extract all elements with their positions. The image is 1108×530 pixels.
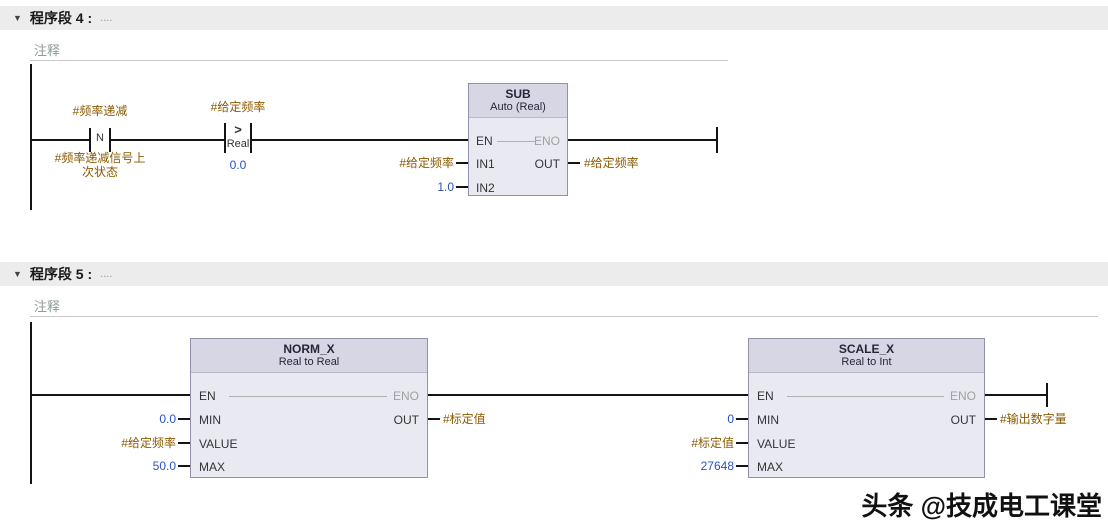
pin-en: EN	[199, 389, 216, 403]
edge-memory-operand[interactable]: 次状态	[81, 165, 118, 179]
norm-out-operand[interactable]: #标定值	[443, 412, 486, 426]
pin-wire	[985, 418, 997, 420]
pin-wire	[736, 442, 748, 444]
pin-wire	[178, 465, 190, 467]
norm-x-block-header: NORM_X Real to Real	[191, 339, 427, 373]
scale-out-operand[interactable]: #输出数字量	[1000, 412, 1067, 426]
pin-wire	[736, 465, 748, 467]
sub-in2-constant[interactable]: 1.0	[437, 180, 454, 194]
scale-min-constant[interactable]: 0	[727, 412, 734, 426]
scale-max-constant[interactable]: 27648	[700, 459, 734, 473]
pin-max: MAX	[757, 460, 784, 474]
network4-comment[interactable]: 注释	[34, 43, 61, 58]
pin-en: EN	[757, 389, 774, 403]
en-eno-line	[229, 396, 387, 397]
norm-min-constant[interactable]: 0.0	[159, 412, 176, 426]
divider	[30, 60, 728, 61]
edge-symbol: N	[96, 132, 104, 144]
block-title: SUB	[505, 87, 531, 101]
network4-header[interactable]: ▼ 程序段 4 : ....	[0, 6, 1108, 30]
pin-wire	[178, 442, 190, 444]
edge-memory-operand[interactable]: #频率递减信号上	[54, 151, 146, 165]
pin-wire	[568, 162, 580, 164]
network5-comment[interactable]: 注释	[34, 299, 61, 314]
pin-min: MIN	[199, 413, 221, 427]
pin-eno: ENO	[949, 389, 976, 403]
block-mode[interactable]: Real to Real	[278, 356, 340, 368]
pin-out: OUT	[950, 413, 976, 427]
network5-header[interactable]: ▼ 程序段 5 : ....	[0, 262, 1108, 286]
contact-bar	[224, 123, 226, 153]
rung-wire	[111, 139, 224, 141]
watermark: 头条 @技成电工课堂	[861, 491, 1102, 521]
pin-en: EN	[476, 134, 493, 148]
scale-value-operand[interactable]: #标定值	[691, 436, 734, 450]
pin-eno: ENO	[533, 134, 560, 148]
rung-wire	[428, 394, 748, 396]
pin-out: OUT	[534, 157, 560, 171]
sub-in1-operand[interactable]: #给定频率	[399, 156, 454, 170]
pin-value: VALUE	[757, 437, 796, 451]
pin-wire	[428, 418, 440, 420]
block-mode[interactable]: Auto (Real)	[490, 101, 546, 113]
pin-value: VALUE	[199, 437, 238, 451]
norm-x-block[interactable]: NORM_X Real to Real EN ENO MIN OUT VALUE…	[190, 338, 428, 478]
left-power-rail	[30, 322, 32, 484]
divider	[30, 316, 1098, 317]
contact-operand[interactable]: #频率递减	[72, 104, 128, 118]
en-eno-line	[497, 141, 535, 142]
sub-block[interactable]: SUB Auto (Real) EN ENO IN1 OUT IN2	[468, 83, 568, 196]
network4-title-placeholder[interactable]: ....	[100, 12, 113, 24]
scale-x-block-header: SCALE_X Real to Int	[749, 339, 984, 373]
sub-out-operand[interactable]: #给定频率	[584, 156, 639, 170]
collapse-icon[interactable]: ▼	[13, 269, 22, 279]
contact-operand[interactable]: #给定频率	[210, 100, 266, 114]
block-title: SCALE_X	[838, 342, 895, 356]
pin-in2: IN2	[476, 181, 495, 195]
compare-value[interactable]: 0.0	[229, 158, 247, 172]
left-power-rail	[30, 64, 32, 210]
network4-title: 程序段 4 :	[29, 10, 93, 26]
collapse-icon[interactable]: ▼	[13, 13, 22, 23]
rung-wire	[30, 394, 190, 396]
rung-wire	[252, 139, 468, 141]
rail-end-tick	[716, 127, 718, 153]
block-mode[interactable]: Real to Int	[841, 356, 892, 368]
compare-operator[interactable]: >	[234, 122, 242, 137]
pin-out: OUT	[393, 413, 419, 427]
pin-in1: IN1	[476, 157, 495, 171]
scale-x-block[interactable]: SCALE_X Real to Int EN ENO MIN OUT VALUE…	[748, 338, 985, 478]
contact-bar	[89, 128, 91, 152]
rung-wire	[568, 139, 716, 141]
pin-eno: ENO	[392, 389, 419, 403]
sub-block-header: SUB Auto (Real)	[469, 84, 567, 118]
block-title: NORM_X	[283, 342, 335, 356]
rung-wire	[985, 394, 1046, 396]
network5-title: 程序段 5 :	[29, 266, 93, 282]
en-eno-line	[787, 396, 944, 397]
pin-wire	[456, 162, 468, 164]
pin-wire	[178, 418, 190, 420]
pin-min: MIN	[757, 413, 779, 427]
rail-end-tick	[1046, 383, 1048, 407]
network5-title-placeholder[interactable]: ....	[100, 268, 113, 280]
compare-contact[interactable]: #给定频率 > Real 0.0	[190, 100, 286, 176]
edge-contact[interactable]: #频率递减 N #频率递减信号上 次状态	[30, 104, 170, 186]
norm-max-constant[interactable]: 50.0	[152, 459, 176, 473]
contact-bar	[109, 128, 111, 152]
compare-datatype[interactable]: Real	[226, 138, 250, 150]
pin-max: MAX	[199, 460, 226, 474]
pin-wire	[456, 186, 468, 188]
pin-wire	[736, 418, 748, 420]
contact-bar	[250, 123, 252, 153]
rung-wire	[30, 139, 89, 141]
norm-value-operand[interactable]: #给定频率	[121, 436, 176, 450]
